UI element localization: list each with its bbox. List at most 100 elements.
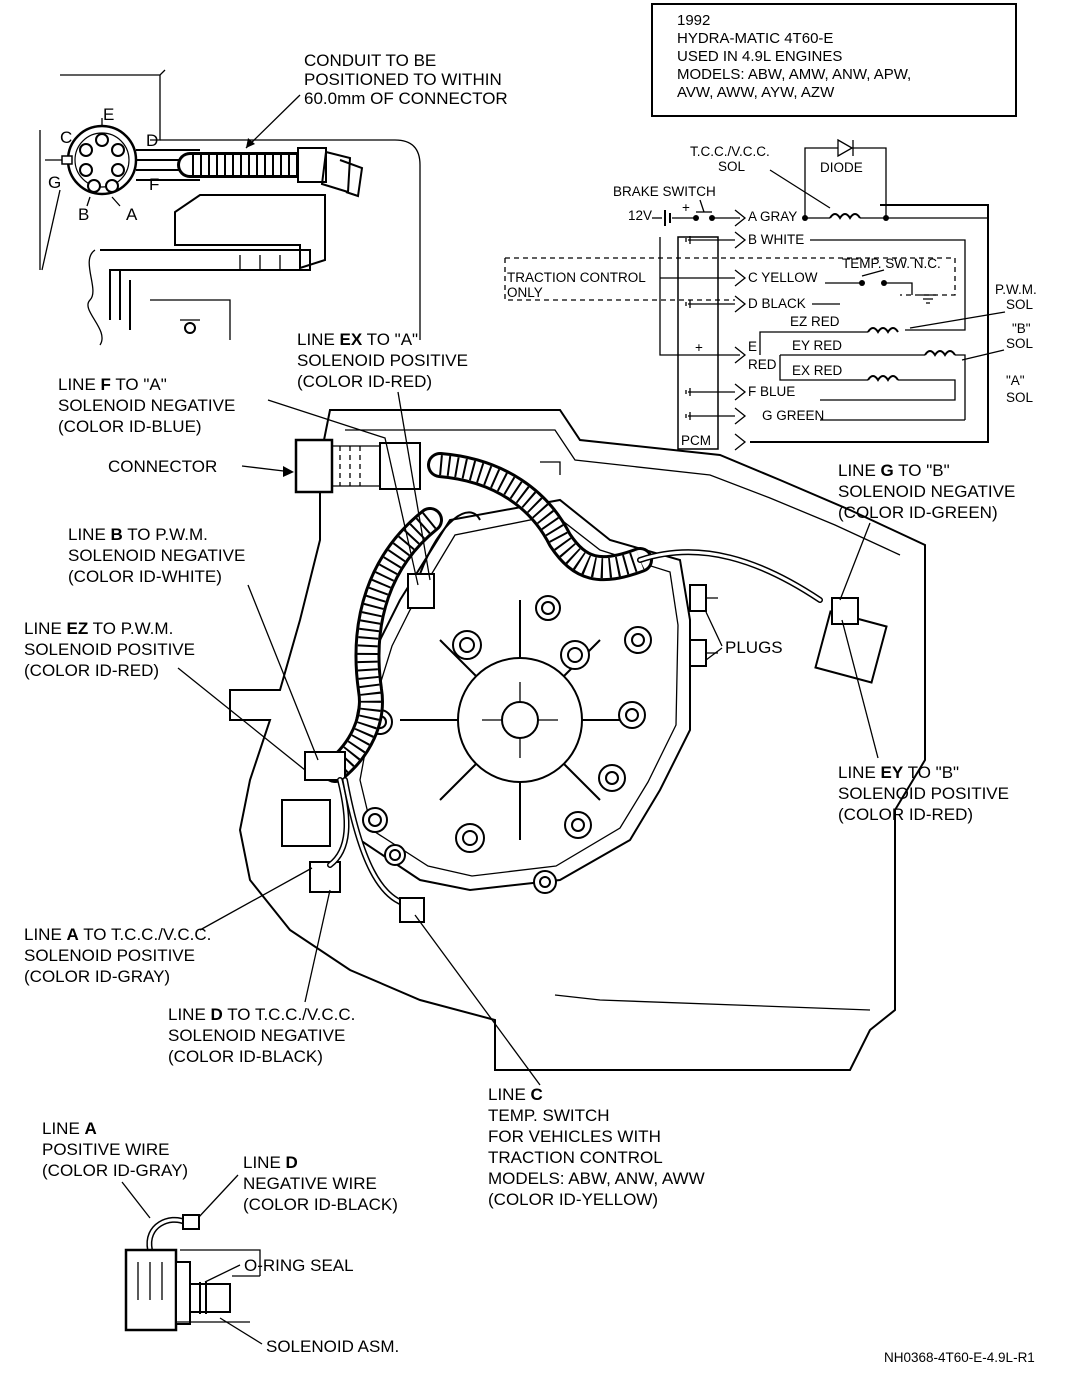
b-sol-label-1: "B" (1012, 321, 1031, 336)
tcc-solenoid-coil (829, 213, 861, 220)
center-boss-ring (457, 657, 583, 783)
wire-e-red: RED (748, 357, 777, 372)
callout-line-f-title: LINE F TO "A" (58, 375, 167, 394)
pin-g (79, 163, 93, 177)
pin-label-a: A (126, 205, 138, 224)
wire-ez-red: EZ RED (790, 314, 840, 329)
conduit-note-1: CONDUIT TO BE (304, 51, 436, 70)
pin-d (111, 143, 125, 157)
pwm-sol-label-1: P.W.M. (995, 282, 1037, 297)
inset-valve-body (174, 194, 326, 270)
pwm-solenoid-connector (304, 751, 346, 781)
conduit-note-3: 60.0mm OF CONNECTOR (304, 89, 508, 108)
info-models-1: MODELS: ABW, AMW, ANW, APW, (677, 66, 911, 83)
wire-a-gray: A GRAY (748, 209, 797, 224)
inset-ribs (239, 255, 281, 270)
solenoid-inset: LINE A POSITIVE WIRE (COLOR ID-GRAY) LIN… (42, 1119, 399, 1356)
a-sol-label-2: SOL (1006, 390, 1034, 405)
pcm-box (677, 236, 719, 450)
callout-line-c-2: TEMP. SWITCH (488, 1106, 610, 1125)
inset-case-line (60, 69, 166, 76)
wire-to-temp-switch (342, 777, 413, 908)
wire-ex-red: EX RED (792, 363, 843, 378)
pwm-sol-label-2: SOL (1006, 297, 1034, 312)
inset-diag (41, 189, 61, 271)
inset-plug-2 (339, 159, 364, 198)
pcm-ground-symbols (685, 236, 735, 420)
tcc-sol-label-1: T.C.C./V.C.C. (690, 144, 770, 159)
traction-dashed-left (504, 258, 735, 301)
voltage-label: 12V (628, 208, 652, 223)
o-ring-label: O-RING SEAL (244, 1256, 354, 1275)
pin-leaders (86, 196, 121, 207)
info-year: 1992 (677, 12, 710, 29)
diode-loop (804, 147, 887, 218)
pin-label-c: C (60, 128, 72, 147)
sol-inset-line-a-title: LINE A (42, 1119, 97, 1138)
inset-break (87, 249, 103, 346)
sol-inset-wire-end (182, 1214, 200, 1230)
wire-b-white: B WHITE (748, 232, 804, 247)
wire-ey-red: EY RED (792, 338, 842, 353)
solenoid-asm-label: SOLENOID ASM. (266, 1337, 399, 1356)
callouts: LINE EX TO "A" SOLENOID POSITIVE (COLOR … (24, 330, 1015, 1209)
sol-inset-line-a-2: POSITIVE WIRE (42, 1140, 170, 1159)
wire-to-b-solenoid (637, 549, 823, 603)
callout-line-b-3: (COLOR ID-WHITE) (68, 567, 222, 586)
figure-code: NH0368-4T60-E-4.9L-R1 (884, 1350, 1035, 1365)
callout-line-c-3: FOR VEHICLES WITH (488, 1127, 661, 1146)
callout-line-c-leader (414, 914, 541, 1086)
callout-line-a-2: SOLENOID POSITIVE (24, 946, 195, 965)
wire-e: E (748, 339, 757, 354)
callout-line-ex-3: (COLOR ID-RED) (297, 372, 432, 391)
inset-case-rail (100, 249, 311, 320)
callout-line-a-leader (199, 867, 313, 931)
diode-label: DIODE (820, 160, 863, 175)
sol-inset-line-d-leader (197, 1174, 239, 1219)
info-box-frame (651, 3, 1017, 117)
sol-inset-line-d-2: NEGATIVE WIRE (243, 1174, 377, 1193)
conduit-note-2: POSITIONED TO WITHIN (304, 70, 502, 89)
callout-line-ez-title: LINE EZ TO P.W.M. (24, 619, 173, 638)
callout-line-ey-2: SOLENOID POSITIVE (838, 784, 1009, 803)
connector-key (61, 155, 73, 165)
sol-inset-line-a-leader (121, 1181, 151, 1219)
solenoid-asm-leader (219, 1317, 263, 1345)
callout-line-f-3: (COLOR ID-BLUE) (58, 417, 202, 436)
transmission-view: PLUGS (229, 409, 926, 1071)
temp-switch-connector (399, 897, 425, 923)
callout-line-ex-title: LINE EX TO "A" (297, 330, 418, 349)
sol-inset-line-a-3: (COLOR ID-GRAY) (42, 1161, 188, 1180)
case-tab (540, 461, 561, 475)
pwm-solenoid (281, 799, 331, 847)
sol-inset-line-d-3: (COLOR ID-BLACK) (243, 1195, 398, 1214)
pin-c (79, 143, 93, 157)
callout-line-ey-leader (841, 619, 879, 759)
o-ring-leader (204, 1264, 241, 1283)
callout-connector: CONNECTOR (108, 457, 217, 476)
callout-line-d-3: (COLOR ID-BLACK) (168, 1047, 323, 1066)
inset-detail (150, 299, 231, 340)
sol-inset-bore (180, 1249, 261, 1277)
callout-line-a-title: LINE A TO T.C.C./V.C.C. (24, 925, 211, 944)
callout-line-g-2: SOLENOID NEGATIVE (838, 482, 1015, 501)
pin-e (95, 133, 109, 147)
plugs-label: PLUGS (725, 638, 783, 657)
case-connector-shell (379, 442, 421, 490)
pin-label-f: F (149, 175, 159, 194)
temp-switch-ground (920, 294, 936, 304)
battery-symbol (664, 210, 671, 226)
connector-chevrons (734, 209, 747, 451)
callout-line-a-3: (COLOR ID-GRAY) (24, 967, 170, 986)
pin-f (111, 163, 125, 177)
info-models-2: AVW, AWW, AYW, AZW (677, 84, 835, 101)
case-inner-rim (345, 429, 901, 556)
case-connector (294, 438, 334, 494)
valve-body-spokes (400, 600, 640, 840)
sol-inset-shaft (189, 1283, 231, 1313)
wire-g-green: G GREEN (762, 408, 824, 423)
traction-label-2: ONLY (507, 285, 543, 300)
sol-inset-body (175, 1261, 191, 1325)
